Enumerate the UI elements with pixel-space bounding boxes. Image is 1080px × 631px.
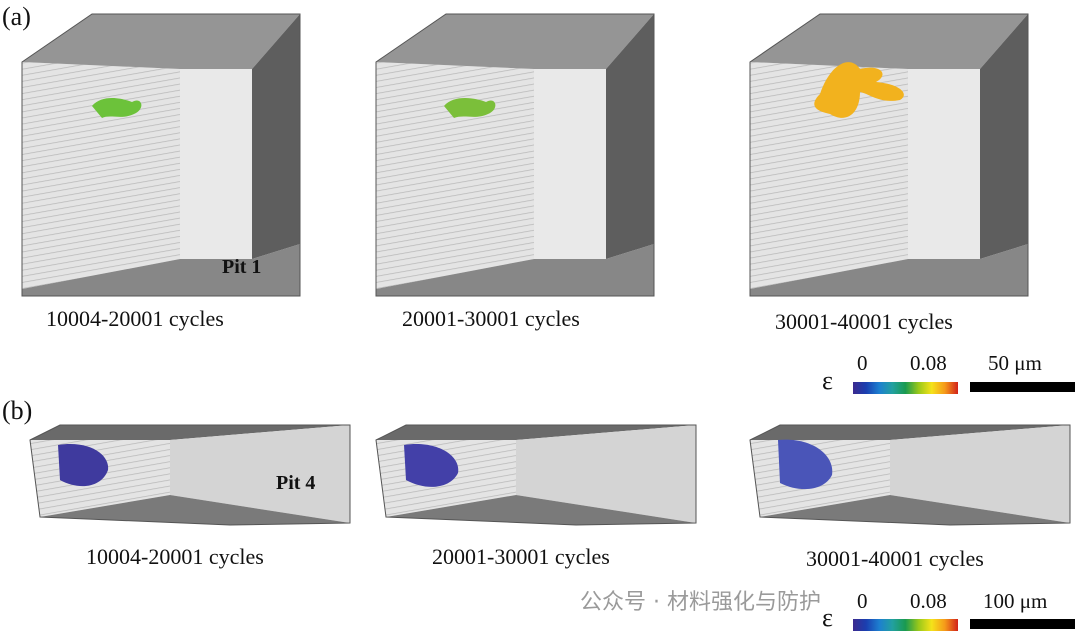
caption-b-2: 20001-30001 cycles (432, 544, 610, 569)
colorbar-a (853, 382, 958, 394)
watermark: 公众号 · 材料强化与防护 (580, 590, 821, 615)
panel-b-box-3 (749, 424, 1071, 526)
scale-bar-a-label: 50 μm (988, 351, 1042, 375)
panel-b-box-2 (375, 424, 697, 526)
panel-b-box-1 (29, 424, 351, 526)
pit-label-a: Pit 1 (222, 256, 262, 278)
pit-strain-region (814, 62, 904, 118)
pit-strain-region (404, 444, 459, 487)
pit-strain-region (92, 98, 142, 118)
panel-a-box-2 (375, 13, 655, 297)
panel-a-box-1 (21, 13, 301, 297)
caption-a-3: 30001-40001 cycles (775, 309, 953, 334)
scale-bar-b-label: 100 μm (983, 589, 1048, 613)
colorbar-b-symbol: ε (822, 603, 833, 631)
scale-bar-b (970, 619, 1075, 629)
caption-a-2: 20001-30001 cycles (402, 306, 580, 331)
caption-a-1: 10004-20001 cycles (46, 306, 224, 331)
caption-b-3: 30001-40001 cycles (806, 546, 984, 571)
pit-label-b: Pit 4 (276, 472, 316, 494)
panel-a-box-3 (749, 13, 1029, 297)
panel-b-label: (b) (2, 396, 33, 425)
pit-strain-region (58, 444, 109, 487)
colorbar-b (853, 619, 958, 631)
panel-a-label: (a) (2, 2, 31, 31)
colorbar-a-min: 0 (857, 351, 868, 375)
colorbar-b-max: 0.08 (910, 589, 947, 613)
colorbar-b-min: 0 (857, 589, 868, 613)
colorbar-a-symbol: ε (822, 366, 833, 395)
pit-strain-region (778, 439, 833, 490)
pit-strain-region (444, 98, 496, 118)
scale-bar-a (970, 382, 1075, 392)
colorbar-a-max: 0.08 (910, 351, 947, 375)
caption-b-1: 10004-20001 cycles (86, 544, 264, 569)
